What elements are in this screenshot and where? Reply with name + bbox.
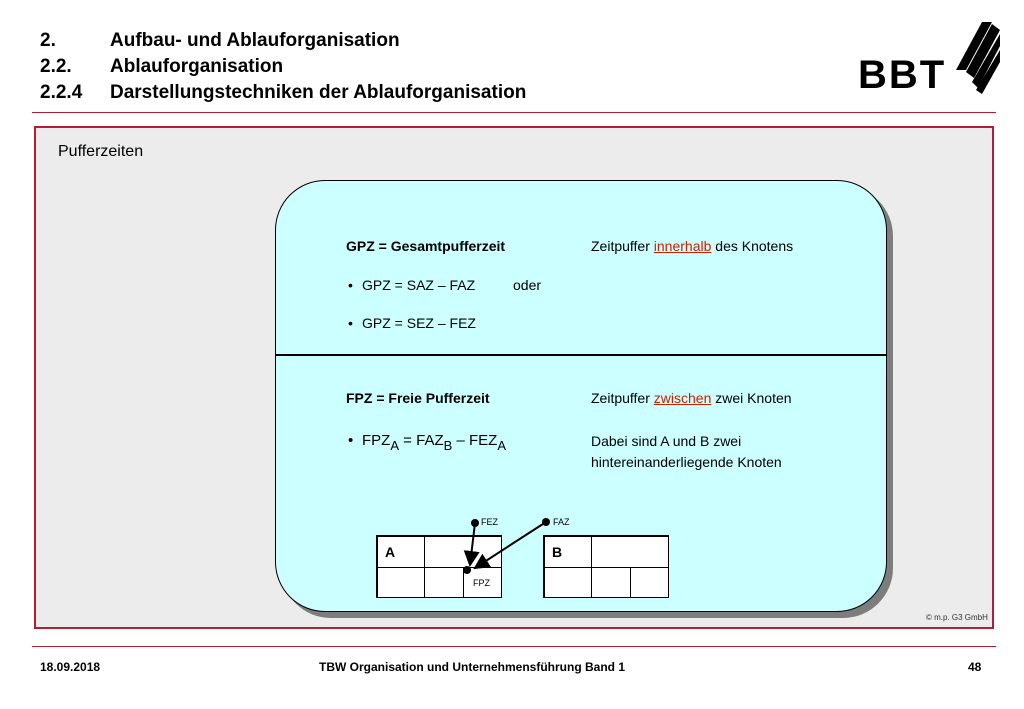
heading-chapter-text: Aufbau- und Ablauforganisation — [110, 30, 400, 51]
fpz-formula-part: FPZ — [362, 432, 391, 449]
fpz-point — [463, 566, 471, 574]
fpz-desc-highlight: zwischen — [653, 390, 712, 406]
fpz-formula-sub: A — [497, 438, 506, 453]
heading-chapter-number: 2. — [40, 30, 56, 51]
gpz-desc-highlight: innerhalb — [653, 238, 712, 254]
heading-section: 2.2. Ablauforganisation — [40, 56, 283, 78]
gpz-formula-2-text: GPZ = SEZ – FEZ — [362, 315, 476, 331]
fpz-formula-part: – FEZ — [452, 432, 498, 449]
node-b-cell-bottom-right — [630, 567, 669, 598]
node-a — [376, 535, 502, 598]
footer-title: TBW Organisation und Unternehmensführung… — [319, 660, 625, 674]
panel-title: Pufferzeiten — [58, 143, 144, 160]
label-fez: FEZ — [481, 517, 498, 527]
gpz-formula-1-text: GPZ = SAZ – FAZ — [362, 277, 476, 293]
faz-arrow — [473, 521, 547, 570]
header-rule — [32, 112, 996, 113]
node-a-label: A — [385, 544, 396, 560]
gpz-formula-1-suffix: oder — [513, 277, 542, 293]
card-divider — [276, 354, 886, 356]
bbt-logo-text: BBT — [858, 53, 946, 97]
heading-section-number: 2.2. — [40, 56, 72, 77]
fpz-note-line-1: Dabei sind A und B zwei — [591, 433, 742, 449]
gpz-desc-post: des Knotens — [711, 238, 794, 254]
fez-arrow — [463, 522, 480, 567]
fpz-desc-pre: Zeitpuffer — [591, 390, 654, 406]
bullet-icon: • — [348, 432, 354, 449]
gpz-formula-2: • GPZ = SEZ – FEZ — [348, 315, 476, 331]
gpz-title: GPZ = Gesamtpufferzeit — [346, 238, 506, 254]
bbt-logo: BBT — [858, 22, 1000, 97]
bullet-icon: • — [348, 315, 353, 331]
fpz-formula-sub: A — [390, 438, 400, 453]
gpz-desc-pre: Zeitpuffer — [591, 238, 654, 254]
heading-section-text: Ablauforganisation — [110, 56, 284, 77]
fpz-formula-sub: B — [443, 438, 453, 453]
fpz-formula-part: = FAZ — [399, 432, 444, 449]
node-b-label: B — [552, 544, 563, 560]
copyright-text: © m.p. G3 GmbH — [926, 613, 988, 622]
heading-subsection: 2.2.4 Darstellungstechniken der Ablauforg… — [40, 82, 526, 104]
gpz-description: Zeitpuffer innerhalb des Knotens — [591, 238, 793, 254]
fpz-description: Zeitpuffer zwischen zwei Knoten — [591, 390, 792, 406]
fpz-formula: •FPZA = FAZB – FEZA — [348, 432, 506, 453]
label-fpz: FPZ — [473, 578, 490, 588]
heading-chapter: 2. Aufbau- und Ablauforganisation — [40, 30, 400, 52]
bullet-icon: • — [348, 277, 353, 293]
fpz-desc-post: zwei Knoten — [711, 390, 792, 406]
node-b — [543, 535, 669, 598]
label-faz: FAZ — [553, 517, 570, 527]
heading-subsection-text: Darstellungstechniken der Ablauforganisa… — [110, 82, 527, 103]
gpz-formula-1: • GPZ = SAZ – FAZ — [348, 277, 475, 293]
footer-date: 18.09.2018 — [40, 660, 101, 674]
fpz-title: FPZ = Freie Pufferzeit — [346, 390, 490, 406]
footer-rule — [32, 646, 996, 647]
fpz-note-line-2: hintereinanderliegende Knoten — [591, 454, 782, 470]
heading-subsection-number: 2.2.4 — [40, 82, 83, 103]
footer-page-number: 48 — [968, 660, 982, 674]
